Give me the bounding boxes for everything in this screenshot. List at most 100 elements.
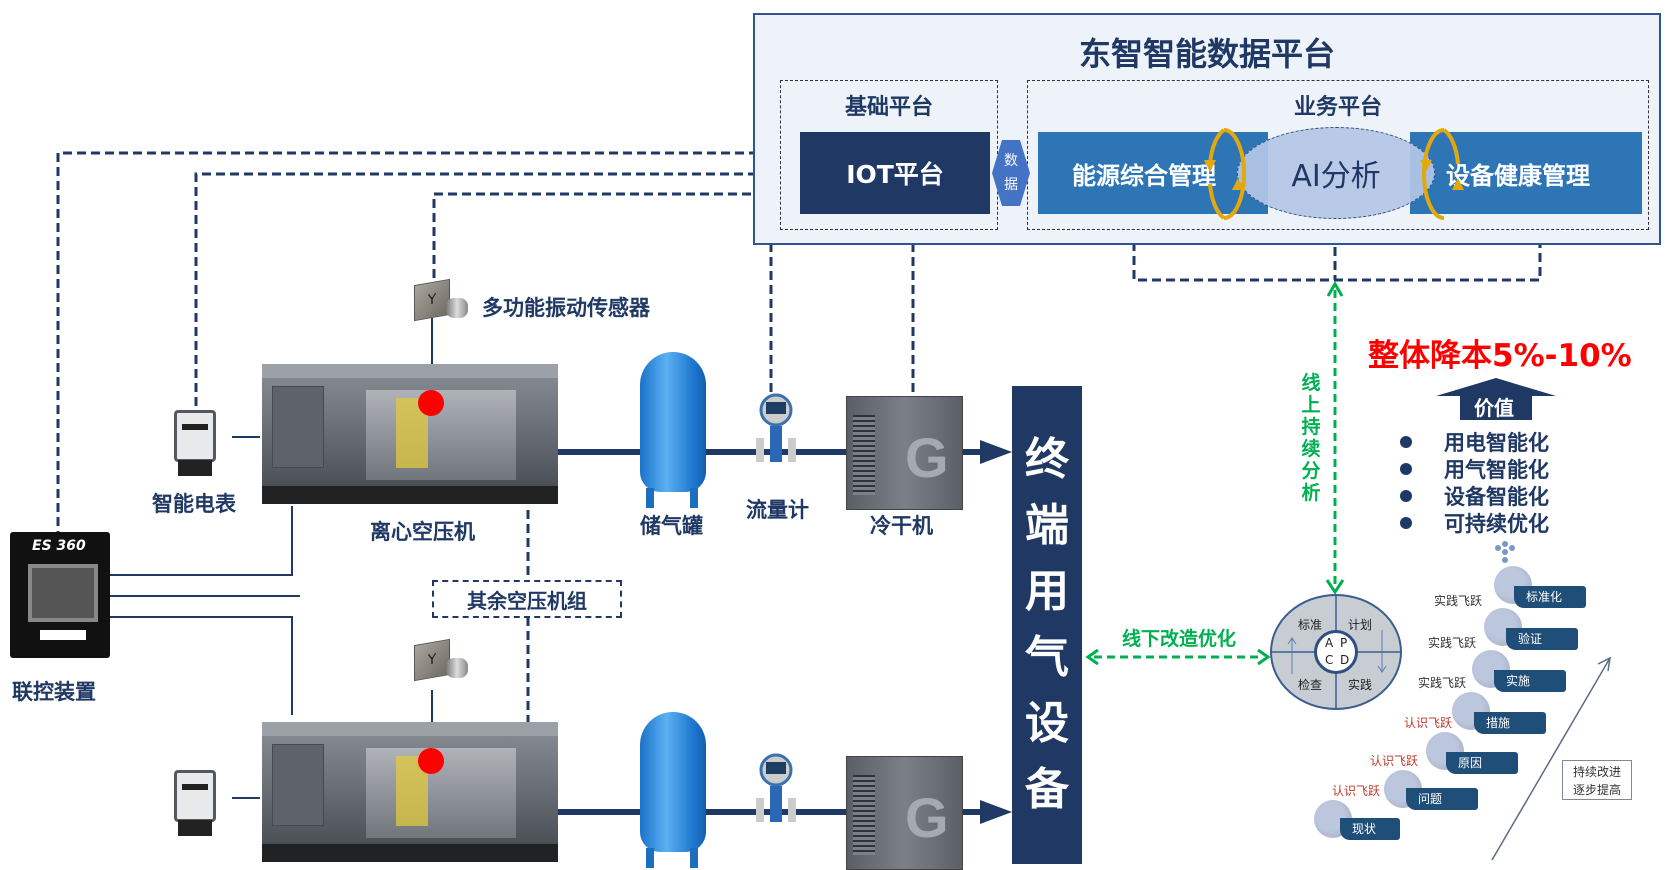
double-arrow-icon [992, 140, 1030, 206]
link-controller-iot [56, 151, 800, 540]
centrifugal-compressor-bottom[interactable] [262, 722, 558, 862]
value-item: 用气智能化 [1400, 455, 1549, 482]
note-line: 逐步提高 [1572, 783, 1621, 797]
cost-reduction-headline: 整体降本5%-10% [1368, 338, 1632, 374]
pdca-plan: 计划 [1348, 618, 1373, 632]
note-line: 持续改进 [1572, 765, 1621, 779]
value-list: 用电智能化 用气智能化 设备智能化 可持续优化 [1400, 428, 1549, 536]
base-platform-title: 基础平台 [844, 95, 933, 120]
online-analysis-char: 析 [1301, 482, 1321, 504]
base-platform-box: 基础平台 [780, 80, 998, 230]
value-item: 用电智能化 [1400, 428, 1549, 455]
compressor-control-panel [272, 386, 324, 468]
smart-meter-top[interactable] [174, 410, 216, 462]
pdca-letter: P [1340, 636, 1348, 650]
flow-meter-top[interactable] [748, 392, 804, 472]
smart-meter-top-base [178, 460, 212, 476]
data-exchange-arrow: 数 据 [992, 140, 1030, 206]
dryer-grille [853, 415, 875, 495]
data-label-1: 数 [1004, 153, 1018, 169]
business-platform-title: 业务平台 [1293, 95, 1382, 120]
dryer-bottom[interactable]: G [846, 756, 963, 870]
controller-device[interactable]: ES 360 [10, 532, 110, 658]
sensor-connector-top [446, 298, 468, 318]
terminal-char: 端 [1025, 500, 1069, 551]
online-analysis-char: 上 [1301, 394, 1321, 416]
energy-management-block[interactable]: 能源综合管理 [1038, 132, 1268, 214]
leap-label: 实践飞跃 [1434, 594, 1483, 608]
value-item: 设备智能化 [1400, 482, 1549, 509]
pipe-bottom-arrowhead [980, 800, 1012, 824]
centrifugal-compressor-top[interactable] [262, 364, 558, 504]
compressor-roof [262, 364, 558, 378]
smart-meter-bottom[interactable] [174, 770, 216, 822]
air-tank-bottom[interactable] [640, 712, 706, 852]
online-arrowhead-bottom [1325, 579, 1345, 595]
step-cause: 原因 [1446, 752, 1518, 774]
other-compressors-box: 其余空压机组 [432, 580, 622, 618]
dryer-label: 冷干机 [870, 514, 933, 538]
iot-platform-block[interactable]: IOT平台 [800, 132, 990, 214]
offline-optimization-label: 线下改造优化 [1122, 628, 1237, 650]
link-business-loop [1132, 214, 1542, 282]
online-analysis-char: 续 [1301, 438, 1321, 460]
compressor-roof [262, 722, 558, 736]
leap-label: 认识飞跃 [1404, 716, 1453, 730]
vibration-point-top [418, 390, 444, 416]
step-measures: 措施 [1474, 712, 1546, 734]
controller-screen [28, 564, 98, 622]
vibration-point-bottom [418, 748, 444, 774]
improvement-arrow-line [1491, 657, 1611, 861]
vibration-sensor-bottom[interactable]: Y [414, 638, 450, 682]
value-item: 可持续优化 [1400, 509, 1549, 536]
smart-meter-label: 智能电表 [152, 492, 236, 516]
terminal-char: 气 [1025, 632, 1069, 683]
improvement-arrowhead [1597, 656, 1611, 672]
controller-logo [40, 630, 86, 640]
cycle-arrows-left-icon [1204, 128, 1246, 220]
tank-leg [690, 848, 698, 868]
air-tank-top[interactable] [640, 352, 706, 492]
leap-label: 实践飞跃 [1428, 636, 1477, 650]
data-label-2: 据 [1004, 177, 1018, 193]
continuous-improvement-note: 持续改进 逐步提高 [1562, 760, 1632, 800]
online-analysis-char: 线 [1301, 372, 1321, 394]
pdca-standard: 标准 [1298, 618, 1323, 632]
leap-label: 认识飞跃 [1332, 784, 1381, 798]
tank-leg [690, 488, 698, 508]
ai-analysis-ellipse[interactable]: AI分析 [1237, 127, 1435, 219]
offline-arrowhead-right [1257, 648, 1271, 666]
step-current: 现状 [1340, 818, 1400, 840]
online-analysis-char: 分 [1301, 460, 1321, 482]
flow-meter-bottom[interactable] [748, 752, 804, 832]
leap-label: 认识飞跃 [1370, 754, 1419, 768]
pdca-letter: D [1340, 653, 1350, 667]
terminal-char: 用 [1025, 566, 1069, 617]
air-tank-label: 储气罐 [640, 514, 703, 538]
online-analysis-label: 线 上 持 续 分 析 [1300, 372, 1322, 504]
terminal-equipment-block[interactable]: 终 端 用 气 设 备 [1012, 386, 1082, 864]
equipment-health-label: 设备健康管理 [1446, 161, 1590, 190]
meter-display [182, 784, 208, 790]
pdca-check: 检查 [1298, 678, 1323, 692]
terminal-char: 终 [1025, 434, 1069, 485]
tank-leg [646, 488, 654, 508]
bullet-icon [1400, 516, 1412, 529]
value-label: 价值 [1474, 396, 1514, 420]
value-item-text: 设备智能化 [1444, 484, 1549, 509]
dryer-grille [853, 775, 875, 855]
platform-title: 东智智能数据平台 [1078, 35, 1335, 73]
step-problem: 问题 [1406, 788, 1478, 810]
compressor-base [262, 486, 558, 504]
dryer-top[interactable]: G [846, 396, 963, 510]
step-standardize: 标准化 [1514, 586, 1586, 608]
value-item-text: 用电智能化 [1444, 430, 1549, 455]
vibration-sensor-top[interactable]: Y [414, 278, 450, 322]
vibration-sensor-label: 多功能振动传感器 [482, 296, 650, 320]
ellipsis-dots-icon [1495, 541, 1515, 563]
ai-analysis-label: AI分析 [1291, 159, 1381, 194]
equipment-health-block[interactable]: 设备健康管理 [1410, 132, 1642, 214]
controller-label: 联控装置 [12, 680, 96, 704]
offline-arrowhead-left [1085, 648, 1099, 666]
